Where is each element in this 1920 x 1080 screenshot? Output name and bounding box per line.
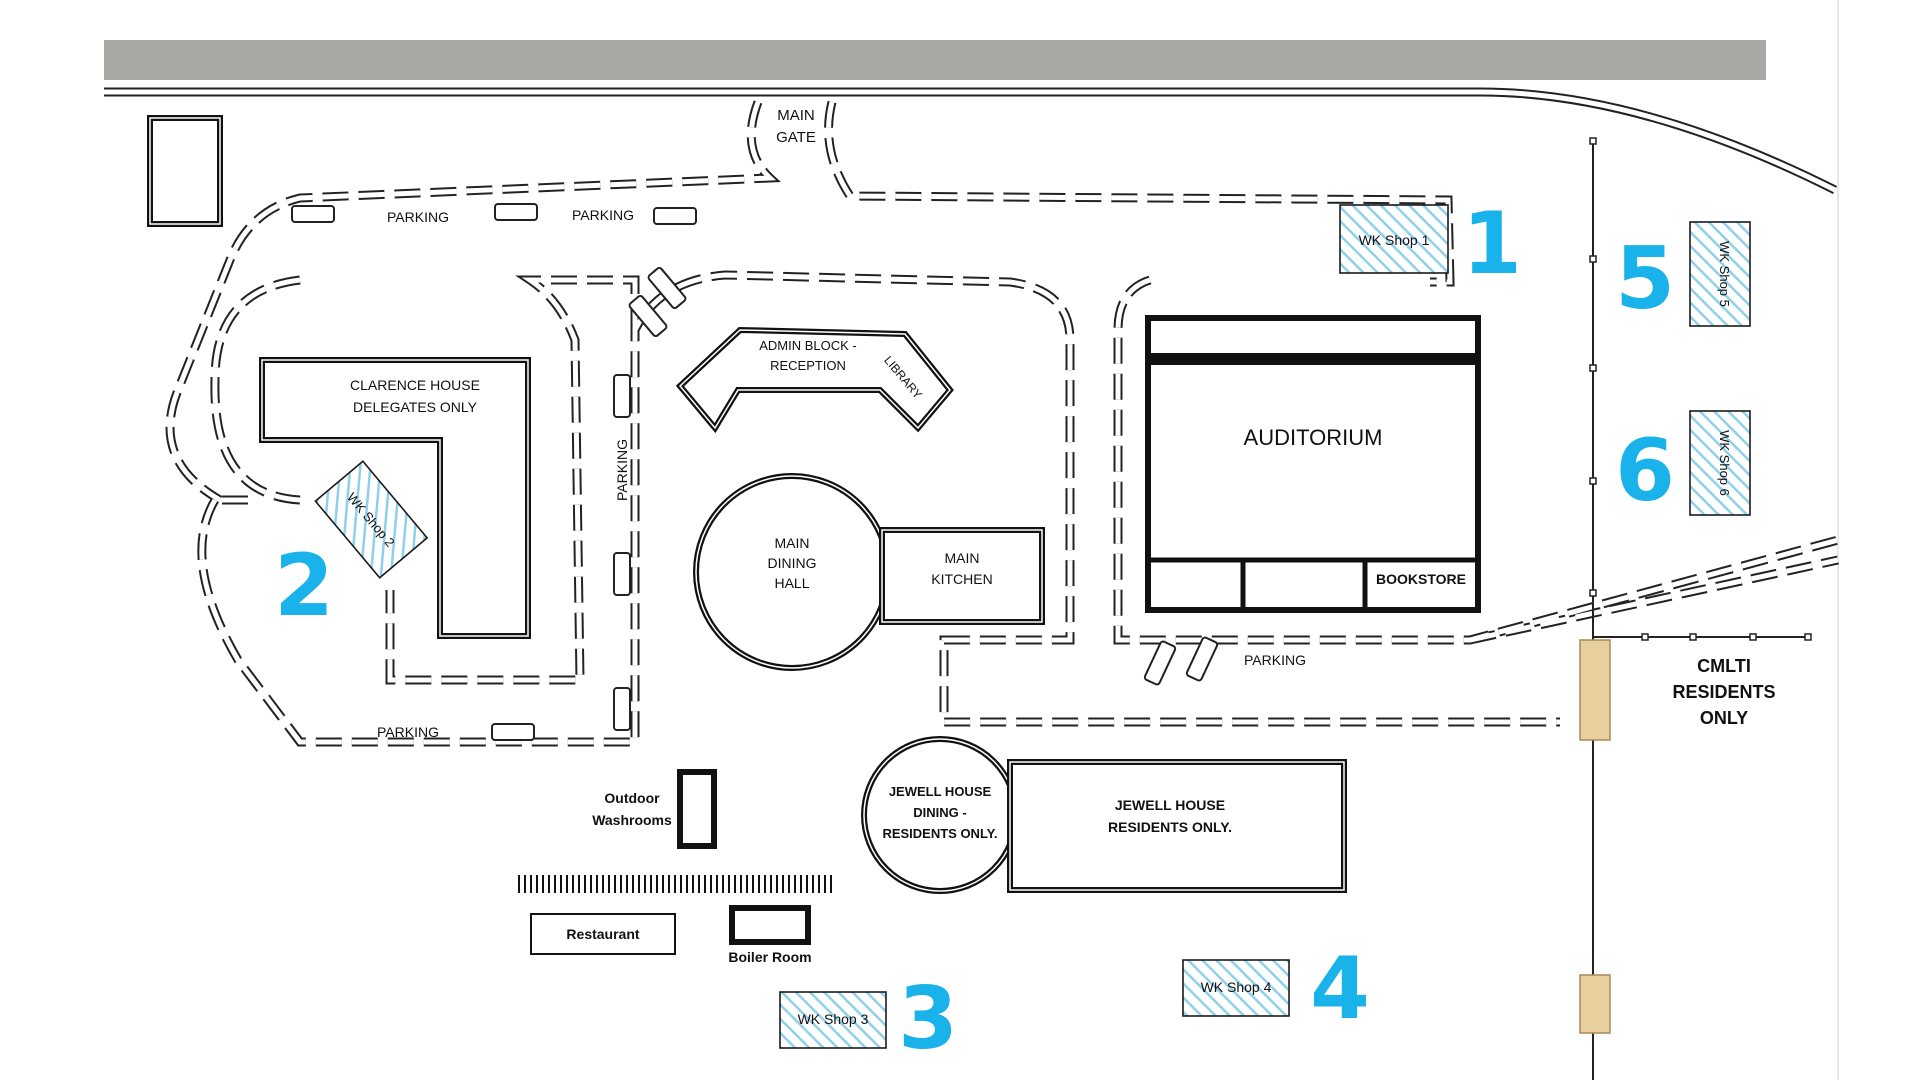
- auditorium-label: AUDITORIUM: [1244, 425, 1383, 450]
- perimeter-road: [104, 87, 1838, 195]
- clarence-label-2: DELEGATES ONLY: [353, 399, 478, 415]
- main-gate-label-2: GATE: [776, 129, 816, 146]
- boiler-room-label: Boiler Room: [728, 949, 811, 965]
- admin-label-1: ADMIN BLOCK -: [759, 338, 857, 353]
- parking-label-bottom: PARKING: [377, 724, 439, 740]
- parking-label-top-1: PARKING: [387, 209, 449, 225]
- jewell-house-label-2: RESIDENTS ONLY.: [1108, 819, 1232, 835]
- bookstore-label: BOOKSTORE: [1376, 571, 1466, 587]
- parking-label-top-2: PARKING: [572, 207, 634, 223]
- cmlti-label-3: ONLY: [1700, 708, 1748, 728]
- fence-posts: [1589, 137, 1597, 597]
- workshop-1-number: 1: [1462, 194, 1522, 294]
- lower-gate: [1579, 974, 1611, 1034]
- workshop-2-number: 2: [274, 536, 334, 636]
- jewell-dining-label-1: JEWELL HOUSE: [889, 784, 992, 799]
- dining-label-3: HALL: [774, 575, 809, 591]
- workshop-4[interactable]: WK Shop 4: [1182, 959, 1290, 1017]
- jewell-dining-label-2: DINING -: [913, 805, 966, 820]
- washrooms-label-1: Outdoor: [604, 790, 660, 806]
- parking-label-auditorium: PARKING: [1244, 652, 1306, 668]
- restaurant-building: [530, 913, 676, 955]
- top-left-building: [147, 115, 223, 227]
- cmlti-label-1: CMLTI: [1697, 656, 1751, 676]
- workshop-6-number: 6: [1615, 421, 1675, 521]
- workshop-4-number: 4: [1310, 939, 1370, 1039]
- dining-label-1: MAIN: [775, 535, 810, 551]
- washrooms-label-2: Washrooms: [592, 812, 672, 828]
- main-gate-label-1: MAIN: [777, 107, 815, 124]
- cmlti-gate: [1579, 639, 1611, 741]
- workshop-5-label: WK Shop 5: [1717, 241, 1732, 307]
- kitchen-label-1: MAIN: [945, 550, 980, 566]
- workshop-1-label: WK Shop 1: [1359, 232, 1430, 248]
- workshop-3-number: 3: [898, 969, 958, 1069]
- dining-label-2: DINING: [768, 555, 817, 571]
- main-dining-hall-building: [693, 473, 891, 671]
- workshop-5-number: 5: [1615, 229, 1675, 329]
- workshop-3-label: WK Shop 3: [798, 1011, 869, 1027]
- jewell-dining-label-3: RESIDENTS ONLY.: [882, 826, 997, 841]
- jewell-house-label-1: JEWELL HOUSE: [1115, 797, 1225, 813]
- workshop-2[interactable]: WK Shop 2: [314, 460, 429, 579]
- workshop-5[interactable]: WK Shop 5: [1689, 221, 1751, 327]
- workshop-3[interactable]: WK Shop 3: [779, 991, 887, 1049]
- outdoor-washrooms-building: [677, 769, 717, 849]
- restaurant-label: Restaurant: [566, 926, 639, 942]
- parking-label-vertical: PARKING: [614, 439, 630, 501]
- cmlti-label-2: RESIDENTS: [1672, 682, 1775, 702]
- workshop-6[interactable]: WK Shop 6: [1689, 410, 1751, 516]
- kitchen-label-2: KITCHEN: [931, 571, 992, 587]
- boiler-room-building: [729, 905, 811, 945]
- auditorium-building: [1145, 315, 1481, 613]
- fence-posts-horizontal: [1641, 633, 1812, 641]
- workshop-4-label: WK Shop 4: [1201, 979, 1272, 995]
- clarence-label-1: CLARENCE HOUSE: [350, 377, 480, 393]
- workshop-1[interactable]: WK Shop 1: [1339, 204, 1449, 274]
- parked-cars: [291, 203, 1219, 741]
- workshop-6-label: WK Shop 6: [1717, 430, 1732, 496]
- admin-label-2: RECEPTION: [770, 358, 846, 373]
- highway: [104, 40, 1766, 80]
